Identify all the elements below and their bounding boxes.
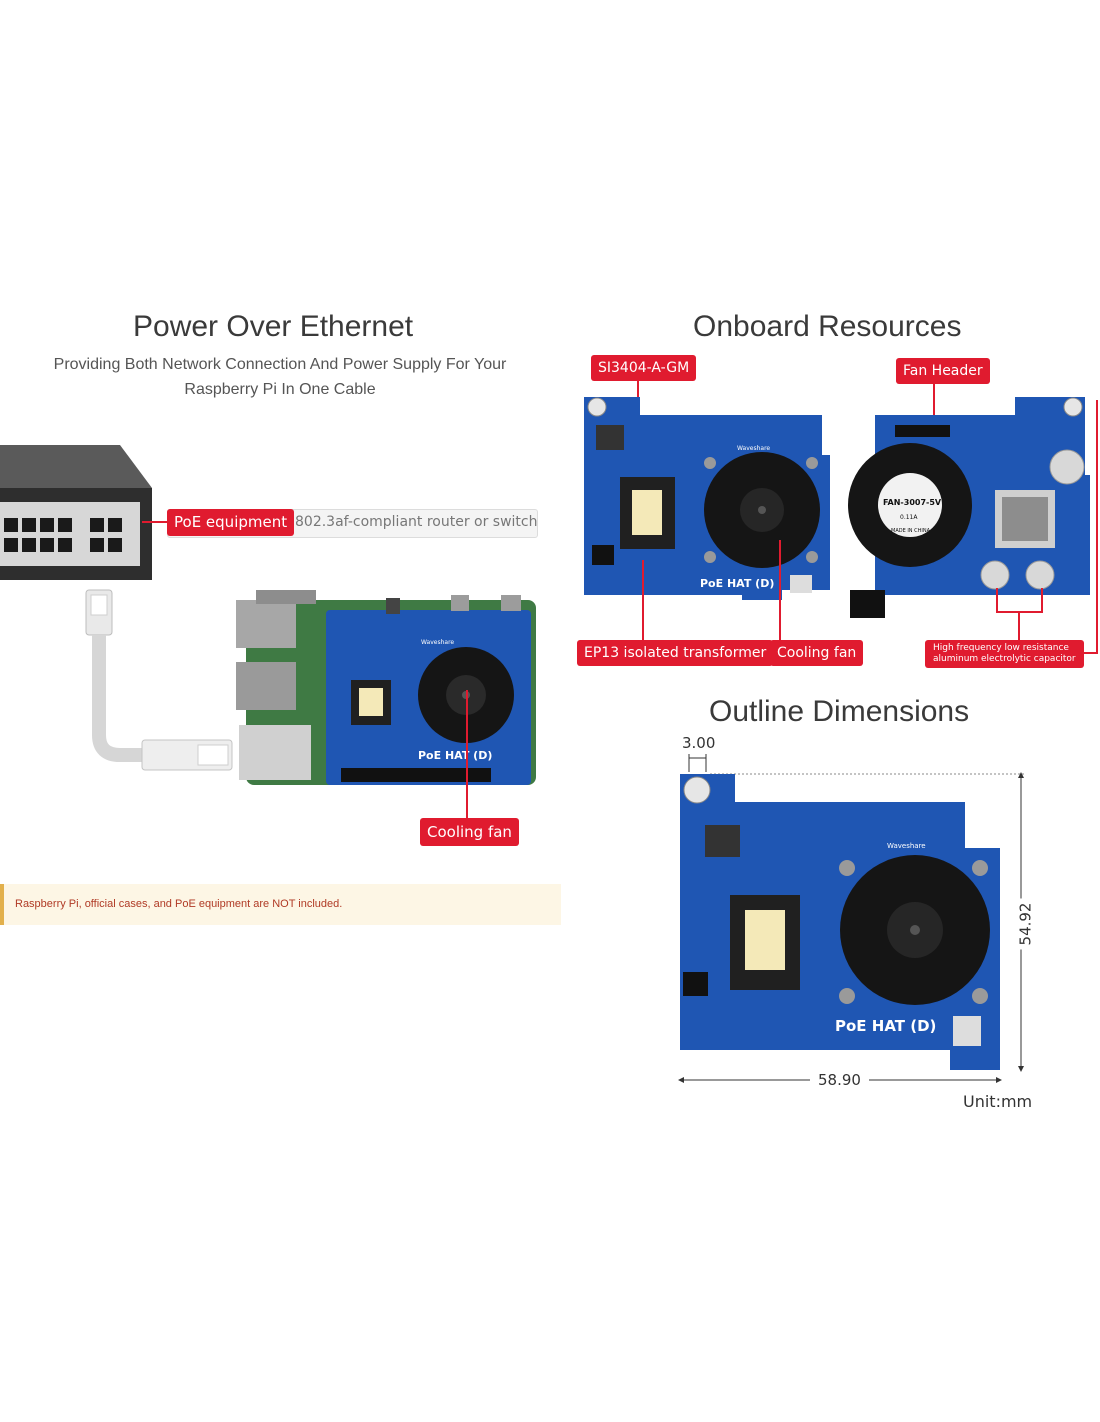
fan-header-leader-line — [933, 384, 935, 434]
capacitor-tag-line2: aluminum electrolytic capacitor — [933, 654, 1076, 664]
svg-text:PoE HAT (D): PoE HAT (D) — [835, 1017, 936, 1035]
fan-model-label: FAN-3007-5V — [883, 498, 942, 507]
svg-text:PoE HAT (D): PoE HAT (D) — [418, 749, 492, 762]
capacitor-tag: High frequency low resistance aluminum e… — [925, 640, 1084, 668]
poe-equipment-tag: PoE equipment — [167, 509, 295, 536]
poe-hat-front-illustration: Waveshare PoE HAT (D) — [584, 397, 830, 600]
fan-origin-label: MADE IN CHINA — [891, 528, 931, 534]
capacitor-right-leader-h — [1078, 652, 1098, 654]
poe-switch-illustration — [0, 445, 152, 580]
cooling-fan-leader-line — [779, 540, 781, 640]
svg-text:PoE HAT (D): PoE HAT (D) — [700, 577, 774, 590]
poe-subtitle: Providing Both Network Connection And Po… — [40, 352, 520, 402]
width-dimension: 58.90 — [810, 1071, 869, 1089]
fan-header-tag: Fan Header — [896, 358, 990, 384]
left-cooling-fan-tag: Cooling fan — [420, 818, 519, 846]
fan-current-label: 0.11A — [900, 514, 918, 521]
capacitor-leader-line-1 — [996, 588, 998, 613]
notice-text: Raspberry Pi, official cases, and PoE eq… — [15, 898, 343, 910]
poe-equipment-desc: 802.3af-compliant router or switch — [295, 514, 538, 530]
capacitor-leader-line-2 — [1041, 588, 1043, 613]
poe-hat-back-illustration: FAN-3007-5V 0.11A MADE IN CHINA — [848, 397, 1090, 618]
unit-label: Unit:mm — [963, 1092, 1033, 1111]
svg-text:Waveshare: Waveshare — [421, 639, 454, 646]
transformer-tag: EP13 isolated transformer — [577, 640, 774, 666]
onboard-title: Onboard Resources — [693, 310, 962, 343]
ethernet-cable-illustration — [85, 589, 233, 771]
outline-board-illustration: Waveshare PoE HAT (D) — [678, 754, 1025, 1083]
height-dimension: 54.92 — [1014, 898, 1037, 950]
raspberry-pi-poe-hat-illustration: Waveshare PoE HAT (D) — [236, 590, 536, 785]
svg-text:Waveshare: Waveshare — [737, 445, 770, 452]
left-fan-leader-line — [466, 690, 468, 818]
poe-subtitle-line1: Providing Both Network Connection And Po… — [53, 356, 507, 373]
capacitor-tag-line1: High frequency low resistance — [933, 643, 1069, 653]
cooling-fan-tag: Cooling fan — [770, 640, 864, 666]
poe-subtitle-line2: Raspberry Pi In One Cable — [184, 381, 376, 398]
capacitor-right-leader-line — [1096, 400, 1098, 653]
svg-text:Waveshare: Waveshare — [887, 842, 926, 850]
poe-title: Power Over Ethernet — [133, 310, 414, 343]
outline-title: Outline Dimensions — [709, 695, 970, 728]
hole-dimension: 3.00 — [682, 734, 716, 752]
poe-leader-line — [142, 521, 170, 523]
transformer-leader-line — [642, 560, 644, 640]
capacitor-leader-line-3 — [1018, 612, 1020, 640]
notice-banner: Raspberry Pi, official cases, and PoE eq… — [0, 884, 561, 925]
si3404-tag: SI3404-A-GM — [591, 355, 697, 381]
